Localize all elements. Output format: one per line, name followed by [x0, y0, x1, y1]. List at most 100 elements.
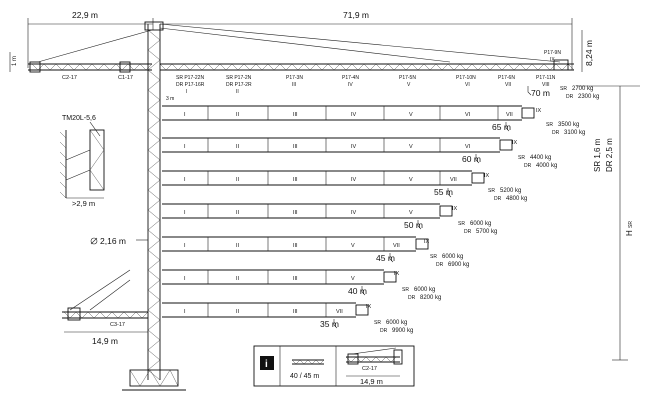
- config-40-seg-1: I: [184, 276, 186, 282]
- config-45-seg-2: II: [236, 243, 240, 249]
- config-40: I II III V IX 40 m SR 6000 kg DR 8200 kg: [162, 269, 441, 301]
- segment-5-name: P17-5N: [399, 75, 416, 81]
- config-40-dr-label: DR: [408, 295, 416, 301]
- main-jib: [159, 23, 575, 71]
- config-65-seg-3: III: [293, 112, 298, 118]
- segment-2-dr: DR P17-2R: [226, 82, 252, 88]
- config-60-sr-label: SR: [518, 155, 525, 161]
- config-55-seg-2: II: [236, 177, 240, 183]
- bottom-left-counterjib: C3-17 14,9 m: [62, 269, 149, 346]
- config-65: I II III IV V VI VII IX 65 m SR 3500 kg …: [162, 105, 585, 136]
- config-40-seg-3: III: [293, 276, 298, 282]
- config-60-seg-3: III: [293, 144, 298, 150]
- config-35-dr-load: 9900 kg: [392, 328, 413, 334]
- config-45-length: 45 m: [376, 253, 395, 263]
- segment-1-sr: SR P17-22N: [176, 75, 204, 81]
- segment-6-name: P17-10N: [456, 75, 476, 81]
- info-icon-glyph: i: [265, 359, 268, 370]
- config-35-seg-2: II: [236, 309, 240, 315]
- config-35-tip: IX: [366, 304, 372, 310]
- config-50-length: 50 m: [404, 220, 423, 230]
- config-60-dr-label: DR: [524, 163, 532, 169]
- config-65-sr-label: SR: [546, 122, 553, 128]
- segment-8-roman: VIII: [542, 82, 550, 88]
- config-65-seg-4: IV: [351, 112, 357, 118]
- height-dimension: SR 1,6 m DR 2,5 m H SR: [576, 85, 640, 361]
- config-50-dr-label: DR: [464, 229, 472, 235]
- config-70-dr-load: 2300 kg: [578, 94, 599, 100]
- info-jib-length: 40 / 45 m: [290, 373, 319, 380]
- config-45-sr-load: 6000 kg: [442, 254, 463, 260]
- config-60: I II III IV V VI IX 60 m SR 4400 kg DR 4…: [162, 137, 557, 169]
- config-35-seg-3: III: [293, 309, 298, 315]
- tower-mast: [122, 21, 186, 391]
- config-70-dr-label: DR: [566, 94, 574, 100]
- config-65-dr-label: DR: [552, 130, 560, 136]
- config-45-dr-label: DR: [436, 262, 444, 268]
- counter-weight-c2: C2-17: [62, 75, 77, 81]
- config-55-dr-label: DR: [494, 196, 502, 202]
- segment-8-name: P17-11N: [536, 75, 556, 81]
- config-55-dr-load: 4800 kg: [506, 196, 527, 202]
- counter-weight-c1: C1-17: [118, 75, 133, 81]
- info-box: i 40 / 45 m C2-17 14,9 m: [253, 345, 415, 387]
- config-50-seg-5: V: [409, 210, 413, 216]
- config-65-seg-5: V: [409, 112, 413, 118]
- info-counter-dim: 14,9 m: [360, 377, 383, 386]
- config-50: I II III IV V IX 50 m SR 6000 kg DR 5700…: [162, 203, 497, 235]
- config-40-length: 40 m: [348, 286, 367, 296]
- config-55-seg-5: V: [409, 177, 413, 183]
- config-50-dr-load: 5700 kg: [476, 229, 497, 235]
- config-65-seg-1: I: [184, 112, 186, 118]
- config-65-seg-6: VI: [465, 112, 471, 118]
- config-60-tip: IX: [512, 140, 518, 146]
- height-dr-offset: DR 2,5 m: [605, 138, 614, 172]
- config-55-tip: IX: [484, 173, 490, 179]
- config-35-seg-4: VII: [336, 309, 343, 315]
- config-40-seg-4: V: [351, 276, 355, 282]
- tie-distance: >2,9 m: [72, 199, 95, 208]
- config-45-seg-1: I: [184, 243, 186, 249]
- config-50-tip: IX: [452, 206, 458, 212]
- config-40-sr-label: SR: [402, 287, 409, 293]
- config-55-seg-1: I: [184, 177, 186, 183]
- counter-jib-length: 22,9 m: [72, 10, 98, 20]
- segment-7-roman: VII: [505, 82, 511, 88]
- config-45-seg-5: VII: [393, 243, 400, 249]
- config-45: I II III V VII IX 45 m SR 6000 kg DR 690…: [162, 236, 469, 268]
- height-h-label: H: [625, 230, 634, 236]
- config-70-length: 70 m: [531, 88, 550, 98]
- height-h-sub: SR: [628, 221, 634, 228]
- config-65-seg-7: VII: [506, 112, 513, 118]
- segment-6-roman: VI: [465, 82, 470, 88]
- jib-segment-labels: SR P17-22N DR P17-16R I SR P17-2N DR P17…: [166, 50, 561, 102]
- tip-roman: IX: [550, 57, 555, 63]
- config-55-sr-label: SR: [488, 188, 495, 194]
- config-55-seg-6: VII: [450, 177, 457, 183]
- config-45-dr-load: 6900 kg: [448, 262, 469, 268]
- mast-width: 2,16 m: [100, 236, 126, 246]
- config-55-seg-4: IV: [351, 177, 357, 183]
- config-60-dr-load: 4000 kg: [536, 163, 557, 169]
- bottom-left-dim: 14,9 m: [92, 336, 118, 346]
- config-45-sr-label: SR: [430, 254, 437, 260]
- config-65-length: 65 m: [492, 122, 511, 132]
- segment-2-roman: II: [236, 89, 239, 95]
- config-65-dr-load: 3100 kg: [564, 130, 585, 136]
- counter-jib: C2-17 C1-17: [28, 29, 153, 81]
- config-45-seg-3: III: [293, 243, 298, 249]
- tip-height: 8,24 m: [584, 40, 594, 66]
- config-60-seg-5: V: [409, 144, 413, 150]
- config-50-seg-2: II: [236, 210, 240, 216]
- jib-configurations: 70 m SR 2700 kg DR 2300 kg I II III IV V…: [162, 86, 599, 334]
- config-60-seg-6: VI: [465, 144, 471, 150]
- config-55-length: 55 m: [434, 187, 453, 197]
- config-70-sr-label: SR: [560, 86, 567, 92]
- config-35-sr-load: 6000 kg: [386, 320, 407, 326]
- segment-3-name: P17-3N: [286, 75, 303, 81]
- three-m-offset: 3 m: [166, 96, 174, 102]
- info-icon: [260, 356, 274, 370]
- config-55: I II III IV V VII IX 55 m SR 5200 kg DR …: [162, 170, 527, 202]
- segment-2-sr: SR P17-2N: [226, 75, 252, 81]
